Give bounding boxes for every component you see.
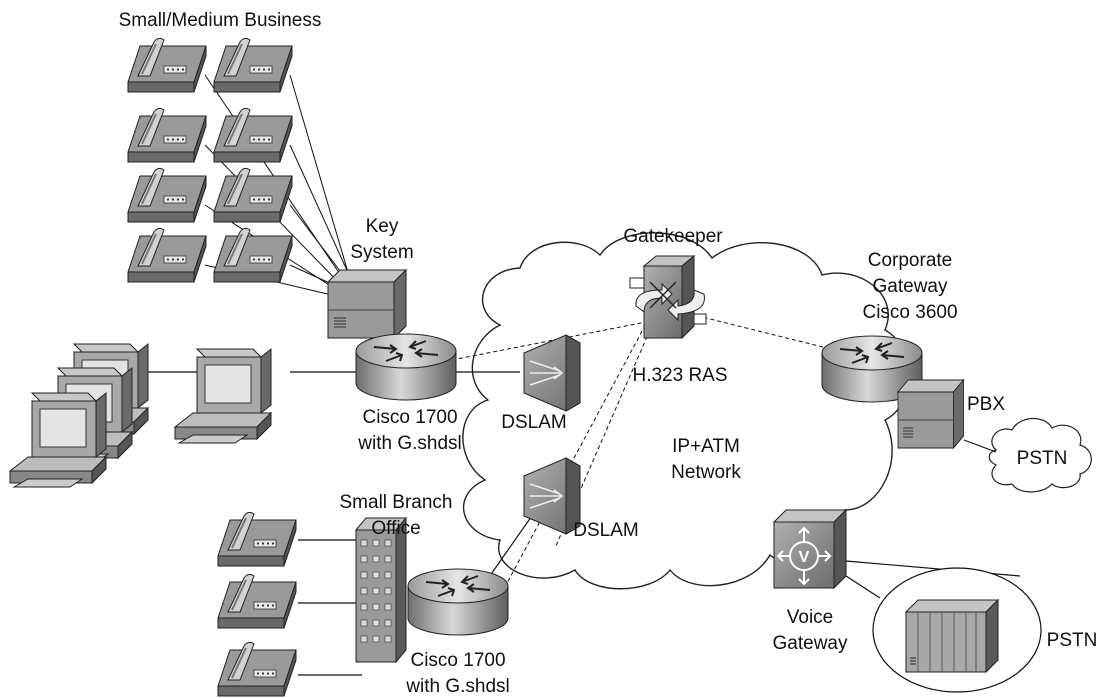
cisco-1700-bottom-label-line2: with G.shdsl <box>406 676 510 697</box>
voice-gateway-label-line1: Voice <box>786 607 834 628</box>
branch-office-building <box>354 516 408 664</box>
corporate-gateway-label-line3: Cisco 3600 <box>862 302 958 323</box>
branch-phones <box>217 511 297 697</box>
gatekeeper-label: Gatekeeper <box>623 226 723 247</box>
cisco-1700-router-top <box>355 333 457 401</box>
branch-office-label-line1: Small Branch <box>339 492 453 513</box>
cisco-1700-bottom-label-line1: Cisco 1700 <box>410 650 506 671</box>
pbx-device <box>897 379 965 449</box>
pstn-switch-device <box>904 598 1000 674</box>
cisco-1700-top-label-line1: Cisco 1700 <box>362 407 458 428</box>
key-system-device <box>327 269 407 339</box>
gatekeeper-device <box>629 254 707 340</box>
cisco-1700-top-label-line2: with G.shdsl <box>358 433 462 454</box>
h323-ras-label: H.323 RAS <box>632 365 728 386</box>
voice-gateway-symbol: V <box>799 549 810 566</box>
key-system-label-line1: Key <box>365 216 399 237</box>
pbx-label: PBX <box>966 394 1006 415</box>
cisco-1700-router-bottom <box>407 568 509 636</box>
corporate-gateway-label-line1: Corporate <box>867 250 953 271</box>
smb-label: Small/Medium Business <box>118 10 322 31</box>
network-label-line2: Network <box>671 462 741 483</box>
dslam-bottom-label: DSLAM <box>573 520 639 541</box>
dslam-top-label: DSLAM <box>501 412 567 433</box>
smb-phones <box>127 37 293 283</box>
workstations <box>9 343 272 488</box>
voice-gateway-label-line2: Gateway <box>772 633 848 654</box>
branch-office-label-line2: Office <box>371 518 421 539</box>
pstn-cloud-label: PSTN <box>1016 448 1068 469</box>
network-label-line1: IP+ATM <box>672 436 740 457</box>
corporate-gateway-label-line2: Gateway <box>872 276 948 297</box>
pstn-cloud <box>988 417 1092 493</box>
key-system-label-line2: System <box>350 242 414 263</box>
voice-gateway-device: V <box>772 508 848 590</box>
pstn-switch-label: PSTN <box>1046 630 1098 651</box>
